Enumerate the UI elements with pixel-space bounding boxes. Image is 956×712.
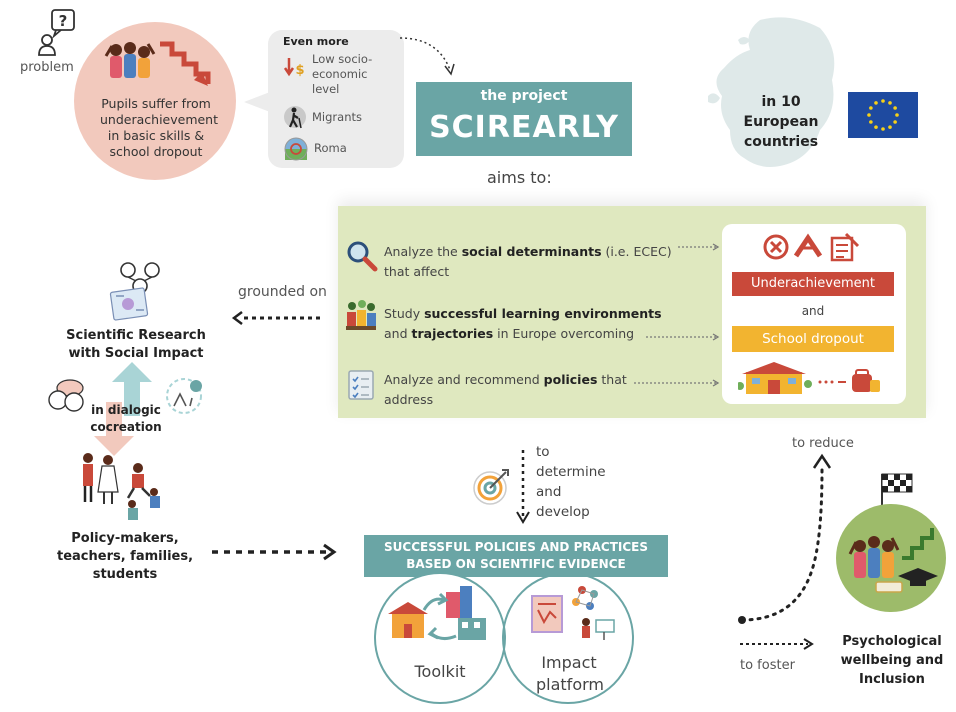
problem-label: problem — [20, 60, 74, 75]
bubble-to-project-arrow — [398, 34, 458, 78]
aim-3-arrow — [632, 374, 722, 387]
school-dropout-label: School dropout — [732, 326, 894, 352]
project-name: SCIREARLY — [429, 110, 619, 145]
toolkit-label: Toolkit — [414, 662, 466, 681]
pupils-illustration — [98, 36, 218, 92]
to-reduce-label: to reduce — [792, 436, 854, 451]
dialogic-label: in dialogic cocreation — [90, 403, 162, 434]
eu-star — [895, 113, 899, 117]
stakeholders-illustration — [76, 448, 168, 526]
to-foster-label: to foster — [740, 658, 795, 673]
even-more-item-label: Low socio-economic level — [312, 52, 373, 96]
eu-flag-icon — [848, 92, 918, 138]
and-label: and — [801, 304, 825, 318]
eu-star — [874, 125, 878, 129]
eu-star — [881, 99, 885, 103]
aim-1-text: Analyze the social determinants (i.e. EC… — [384, 244, 672, 279]
outcome-icons — [760, 230, 864, 264]
speech-heads-icon — [44, 378, 90, 416]
determine-develop-label: to determine and develop — [536, 444, 606, 520]
research-label: Scientific Research with Social Impact — [66, 328, 206, 361]
eu-star — [869, 106, 873, 110]
impact-platform-label: Impact platform — [536, 653, 604, 694]
problem-text: Pupils suffer from underachievement in b… — [100, 96, 219, 159]
finish-flag-icon — [878, 472, 914, 506]
aim-2-arrow — [644, 328, 722, 341]
aim-3-text: Analyze and recommend policies that addr… — [384, 372, 627, 407]
checklist-icon — [346, 368, 376, 402]
impact-platform-illustration — [528, 582, 620, 644]
svg-text:?: ? — [59, 12, 68, 30]
project-subtitle: the project — [480, 88, 568, 104]
wellbeing-label: Psychological wellbeing and Inclusion — [840, 634, 944, 687]
svg-text:$: $ — [295, 63, 304, 78]
eu-star — [881, 127, 885, 131]
stakeholders-label: Policy-makers, teachers, families, stude… — [56, 531, 194, 582]
europe-map-icon — [700, 10, 848, 172]
underachievement-label: Underachievement — [732, 272, 894, 296]
aim-1-arrow — [676, 238, 722, 251]
eu-star — [888, 101, 892, 105]
even-more-title: Even more — [283, 35, 349, 48]
roma-wheel-icon — [283, 136, 309, 162]
wellbeing-illustration — [846, 518, 942, 600]
even-more-item-label: Migrants — [312, 110, 362, 124]
toolkit-illustration — [388, 582, 492, 644]
stakeholders-to-policies-arrow — [210, 542, 340, 562]
cocreation-icon — [162, 376, 208, 416]
school-dropout-illustration — [736, 360, 888, 396]
to-reduce-arrow — [736, 450, 846, 626]
money-down-icon: $ — [283, 56, 307, 80]
problem-icon: ? — [36, 8, 82, 60]
impact-platform-circle — [502, 572, 634, 704]
target-icon — [470, 466, 512, 508]
even-more-item-label: Roma — [314, 141, 347, 155]
aim-2-text: Study successful learning environments a… — [384, 306, 662, 341]
grounded-on-arrow — [230, 310, 322, 326]
aims-to-label: aims to: — [487, 168, 552, 187]
eu-star — [888, 125, 892, 129]
learning-environment-icon — [344, 298, 378, 334]
problem-circle — [74, 22, 236, 180]
policies-banner: SUCCESSFUL POLICIES AND PRACTICES BASED … — [364, 535, 668, 577]
eu-star — [893, 120, 897, 124]
migrant-walking-icon — [283, 104, 307, 130]
eu-star — [867, 113, 871, 117]
dialogic-arrows — [86, 362, 166, 456]
eu-star — [893, 106, 897, 110]
bubble-tail — [244, 92, 270, 112]
magnifier-icon — [344, 238, 378, 272]
aims-to-policies-arrow — [514, 448, 532, 526]
eu-star — [869, 120, 873, 124]
countries-text: in 10 European countries — [743, 94, 819, 150]
research-network-icon — [106, 260, 172, 322]
project-box — [416, 82, 632, 156]
grounded-on-label: grounded on — [238, 284, 327, 300]
to-foster-arrow — [738, 636, 818, 652]
eu-star — [874, 101, 878, 105]
